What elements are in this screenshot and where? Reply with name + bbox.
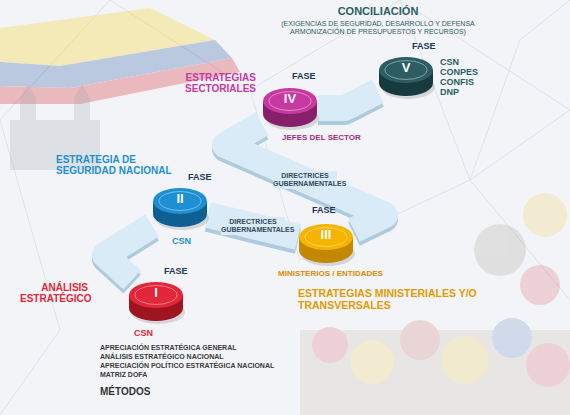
disc-top [299,224,353,250]
crowd-figure [350,340,394,384]
disc-top [379,57,433,83]
phase-tag: FASE [164,266,188,276]
path-ribbon [208,215,298,241]
phase-actor: MINISTERIOS / ENTIDADES [278,270,383,279]
crowd-figure [520,265,560,305]
disc-top [263,88,317,114]
phase-number: I [128,286,184,301]
ribbon-face [208,215,298,237]
crowd-figure [526,343,570,387]
crowd-figure [523,193,567,237]
method-title: MÉTODOS [100,386,150,397]
phase-tag: FASE [312,205,336,215]
edge-label: DIRECTRICES GUBERNAMENTALES [273,171,337,189]
phase-actor: JEFES DEL SECTOR [282,134,361,143]
disc-top [153,188,207,214]
phase-actor: CSN [134,328,153,338]
phase-heading: CONCILIACIÓN [278,5,478,17]
phase-number: V [378,61,434,76]
phase-disc: CONCILIACIÓN(EXIGENCIAS DE SEGURIDAD, DE… [378,55,434,99]
phase-tag: FASE [188,172,212,182]
cathedral-spire [74,84,90,98]
crowd-figure [441,336,489,384]
method-item: APRECIACIÓN POLÍTICO ESTRATÉGICA NACIONA… [100,362,274,370]
cathedral-tower [74,98,90,128]
cathedral-spire [20,84,36,98]
method-item: ANÁLISIS ESTRATÉGICO NACIONAL [100,353,224,361]
crowd-figure [400,320,440,360]
phase-tag: FASE [412,41,436,51]
disc-top [129,282,183,308]
crowd-figure [312,327,348,363]
phase-actor: CSN [172,236,191,246]
phase-disc: ESTRATEGIAS MINISTERIALES Y/O TRANSVERSA… [298,222,354,266]
path-ribbon [105,226,152,285]
cathedral-tower [20,98,36,128]
phase-heading: ESTRATEGIAS SECTORIALES [178,72,256,94]
crowd-figure [474,224,526,276]
grid-line [470,0,570,180]
phase-heading: ESTRATEGIAS MINISTERIALES Y/O TRANSVERSA… [298,288,478,312]
phase-disc: ESTRATEGIA DE SEGURIDAD NACIONALFASEIICS… [152,186,208,230]
grid-line [400,0,570,300]
edge-label: DIRECTRICES GUBERNAMENTALES [221,217,285,235]
phase-disc: ANÁLISIS ESTRATÉGICOFASEICSN [128,280,184,324]
ribbon-face [105,226,152,281]
crowd-figure [492,318,532,358]
ribbon-face [318,91,378,108]
phase-heading: ANÁLISIS ESTRATÉGICO [20,282,88,304]
phase-number: II [152,192,208,207]
phase-tag: FASE [292,71,316,81]
ribbon-face [225,124,385,230]
phase-heading: ESTRATEGIA DE SEGURIDAD NACIONAL [56,154,172,176]
path-ribbon [318,91,378,112]
phase-number: IV [262,92,318,107]
method-item: APRECIACIÓN ESTRATÉGICA GENERAL [100,344,237,352]
method-item: MATRIZ DOFA [100,371,147,379]
phase-actor: CSN CONPES CONFIS DNP [440,57,486,97]
phase-disc: ESTRATEGIAS SECTORIALESFASEIVJEFES DEL S… [262,86,318,130]
phase-note: (EXIGENCIAS DE SEGURIDAD, DESARROLLO Y D… [278,20,478,36]
phase-number: III [298,228,354,243]
